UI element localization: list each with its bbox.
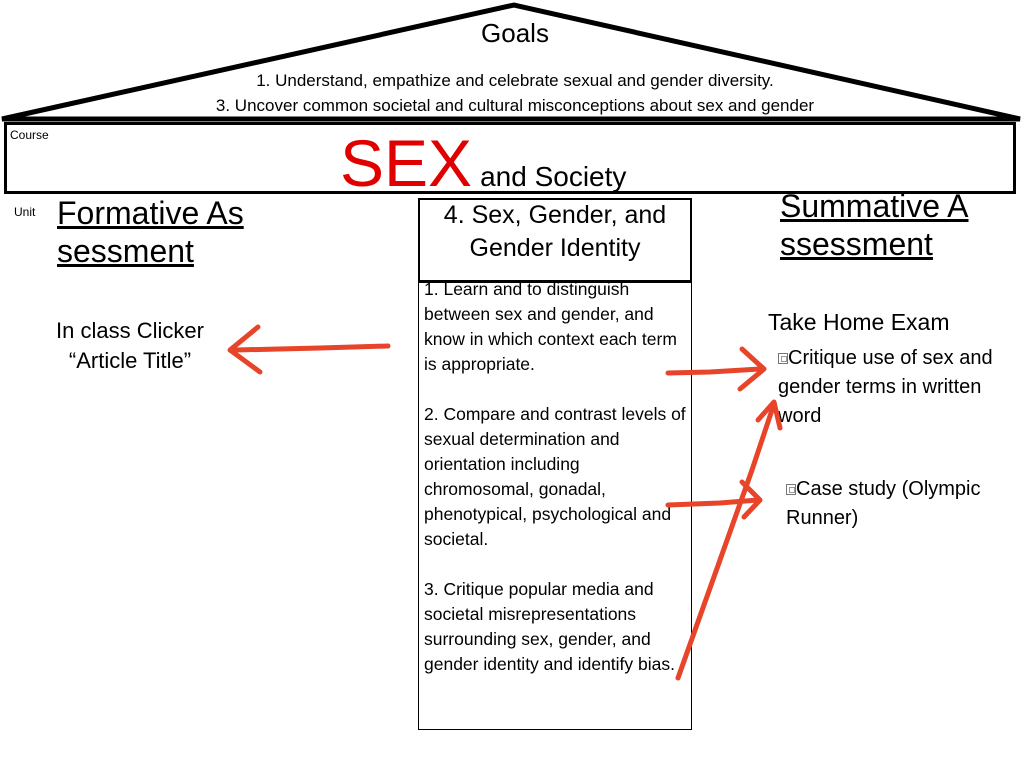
goal-item: 1. Understand, empathize and celebrate s… (256, 71, 774, 90)
formative-heading: Formative Assessment (57, 195, 244, 269)
course-label: Course (10, 128, 49, 142)
unit-title-box (418, 198, 692, 282)
arrow-to-formative (233, 343, 391, 353)
formative-item-line: “Article Title” (68, 348, 192, 373)
book-icon (786, 484, 796, 495)
course-title-rest: and Society (480, 161, 627, 192)
summative-bullet: Critique use of sex and gender terms in … (778, 344, 1024, 431)
exam-title: Take Home Exam (768, 309, 950, 335)
objective-item: 3. Critique popular media and societal m… (424, 579, 675, 674)
objective-item: 1. Learn and to distinguish between sex … (424, 279, 677, 374)
formative-item-line: In class Clicker (56, 318, 204, 343)
arrowhead-icon (755, 399, 783, 431)
goals-title: Goals (481, 18, 549, 48)
objective-item: 2. Compare and contrast levels of sexual… (424, 404, 686, 549)
summative-bullet: Case study (Olympic Runner) (786, 475, 1006, 533)
book-icon (778, 353, 788, 364)
arrowhead-icon (739, 479, 763, 520)
goal-item: 3. Uncover common societal and cultural … (215, 96, 815, 115)
arrowhead-icon (737, 346, 767, 392)
unit-label: Unit (14, 205, 36, 219)
summative-heading: Summative Assessment (780, 188, 969, 262)
summative-bullet-text: Case study (Olympic Runner) (786, 478, 981, 529)
summative-bullet-text: Critique use of sex and gender terms in … (778, 347, 993, 427)
arrow-objective3-up (675, 401, 777, 681)
unit-title: 4. Sex, Gender, and Gender Identity (443, 201, 667, 262)
course-title-main: SEX (340, 126, 473, 200)
objectives-list: 1. Learn and to distinguish between sex … (424, 277, 686, 702)
formative-item: In class Clicker “Article Title” (20, 316, 240, 376)
roof-triangle (1, 2, 1021, 122)
course-box (4, 122, 1016, 194)
